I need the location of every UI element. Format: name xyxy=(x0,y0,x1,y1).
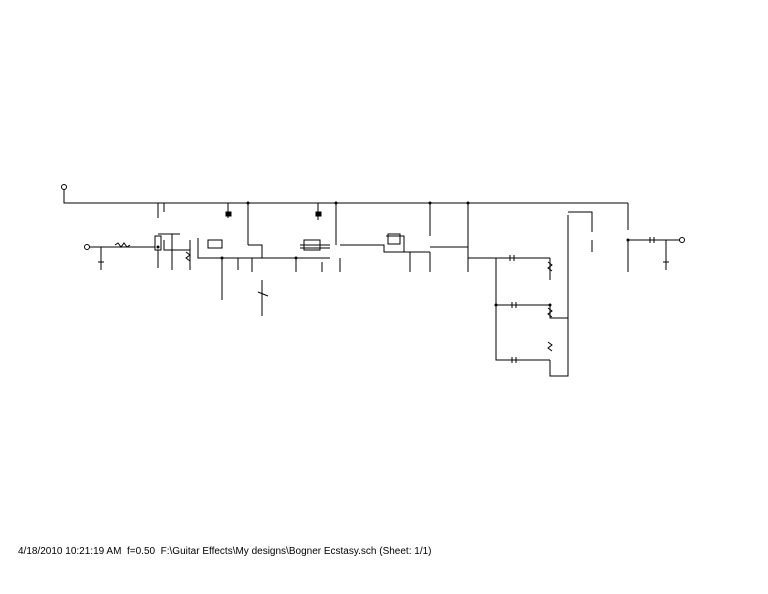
stage2 xyxy=(197,203,330,300)
input-jack xyxy=(84,244,90,250)
stage4 xyxy=(340,203,431,272)
tone-stack xyxy=(430,203,569,377)
print-footer: 4/18/2010 10:21:19 AM f=0.50 F:\Guitar E… xyxy=(18,546,432,557)
footer-timestamp: 4/18/2010 10:21:19 AM xyxy=(18,546,122,557)
stage1 xyxy=(157,203,191,270)
supply-rail xyxy=(63,188,628,204)
footer-scale: f=0.50 xyxy=(126,546,156,557)
supply-terminal xyxy=(61,184,67,190)
output-stage xyxy=(568,203,680,272)
footer-path: F:\Guitar Effects\My designs\Bogner Ecst… xyxy=(160,546,432,557)
output-jack xyxy=(679,237,685,243)
